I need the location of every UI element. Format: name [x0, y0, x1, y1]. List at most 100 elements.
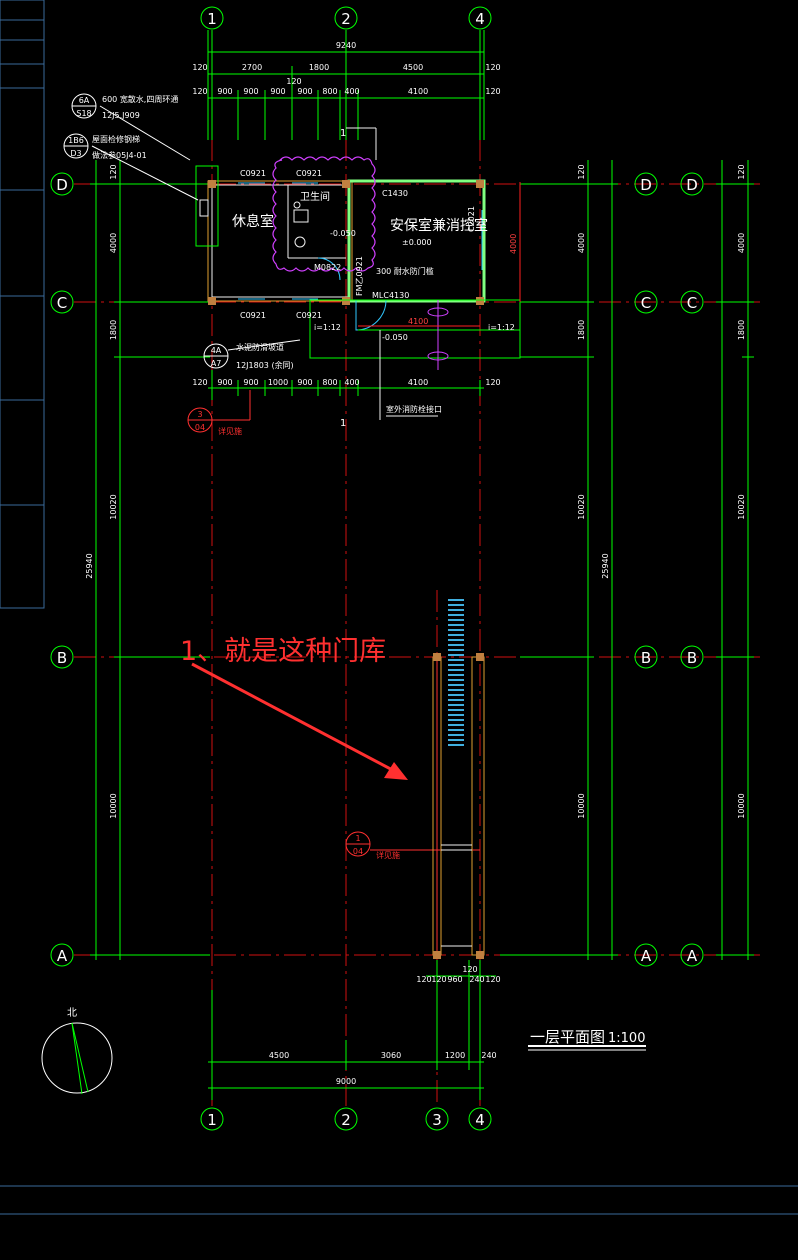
note3-line-b: 12J1803 (余同): [236, 360, 294, 370]
dim-bot-small-top: 120: [462, 965, 477, 974]
label-c2021: C2021: [467, 206, 476, 232]
label-door-m2: FM乙0921: [355, 256, 364, 296]
axis-label-right2-c: C: [687, 294, 697, 312]
dim-right2-1: 4000: [737, 233, 746, 253]
axis-label-top-1: 1: [207, 10, 217, 28]
dim-mid-4: 900: [297, 378, 312, 387]
label-hydrant: 室外消防栓接口: [386, 404, 442, 414]
label-win4: C0921: [296, 311, 322, 320]
label-m0822: M0822: [314, 263, 341, 272]
label-mark-1-top: 1: [340, 128, 346, 139]
label-win2: C0921: [296, 169, 322, 178]
axis-label-right1-c: C: [641, 294, 651, 312]
callout1-bot: S18: [76, 109, 91, 118]
axis-label-left-b: B: [57, 649, 67, 667]
dim-bot-0: 4500: [269, 1051, 289, 1060]
right-dimension-lines-2: [716, 160, 754, 960]
label-c1430: C1430: [382, 189, 408, 198]
dim-top-r1-1: 2700: [242, 63, 262, 72]
gate-track: [432, 653, 485, 959]
dim-right2-2: 1800: [737, 320, 746, 340]
dim-bot-total: 9000: [336, 1077, 356, 1086]
dim-top-r1-3: 4500: [403, 63, 423, 72]
section3-bot: 04: [195, 423, 205, 432]
dim-bot-2: 1200: [445, 1051, 465, 1060]
dim-right2-0: 120: [737, 164, 746, 179]
note1-line-a: 600 宽散水,四周环通: [102, 94, 178, 104]
dim-left-4: 10000: [109, 793, 118, 818]
dim-right1-1: 4000: [577, 233, 586, 253]
axis-label-bottom-1: 1: [207, 1111, 217, 1129]
callout3-bot: A7: [211, 359, 222, 368]
label-dim-4000: 4000: [509, 234, 518, 254]
axis-label-right1-a: A: [641, 947, 652, 965]
axis-bubbles-bottom: [200, 1107, 492, 1131]
dim-bot-small-2: 960: [447, 975, 462, 984]
dim-top-r2-4: 900: [297, 87, 312, 96]
dim-right2-4: 10000: [737, 793, 746, 818]
axis-label-right2-b: B: [687, 649, 697, 667]
section1-top: 1: [355, 834, 360, 843]
dim-bot-small-3: 240: [469, 975, 484, 984]
level-toilet: -0.050: [330, 229, 356, 238]
dim-top-r1-small: 120: [286, 77, 301, 86]
left-dimension-lines: [90, 160, 210, 960]
callout-bubbles: [63, 93, 480, 857]
dim-bot-small-1: 120: [431, 975, 446, 984]
label-mark-1-mid: 1: [340, 418, 346, 429]
plan-title: 一层平面图: [530, 1028, 605, 1046]
dim-left-3: 10020: [109, 494, 118, 519]
dim-left-total: 25940: [85, 553, 94, 578]
label-fire-door: 300 耐水防门槛: [376, 266, 434, 276]
dim-top-r2-3: 900: [270, 87, 285, 96]
note3-line-a: 水泥防滑坡道: [236, 342, 284, 352]
dim-right1-total: 25940: [601, 553, 610, 578]
dim-right1-4: 10000: [577, 793, 586, 818]
callout1-top: 6A: [79, 96, 90, 105]
dim-top-r2-6: 400: [344, 87, 359, 96]
dim-right1-3: 10020: [577, 494, 586, 519]
level-indoor: ±0.000: [402, 238, 432, 247]
north-label: 北: [67, 1007, 77, 1019]
room-toilet: 卫生间: [300, 190, 330, 203]
label-mlc: MLC4130: [372, 291, 409, 300]
plan-scale: 1:100: [608, 1031, 645, 1046]
dim-top-r2-7: 4100: [408, 87, 428, 96]
axis-label-left-c: C: [57, 294, 67, 312]
label-slope2: i=1:12: [488, 323, 515, 332]
dim-mid-7: 4100: [408, 378, 428, 387]
axis-label-right1-b: B: [641, 649, 651, 667]
dim-top-r2-2: 900: [243, 87, 258, 96]
axis-label-left-d: D: [56, 176, 68, 194]
label-slope1: i=1:12: [314, 323, 341, 332]
dim-top-r2-0: 120: [192, 87, 207, 96]
title-block-strip: [0, 0, 798, 1215]
top-dimension-lines: [207, 30, 485, 140]
room-rest: 休息室: [232, 213, 274, 230]
callout3-top: 4A: [211, 346, 222, 355]
right-dimension-lines-1: [500, 160, 618, 960]
building-walls: [195, 165, 521, 370]
callout2-top: 1B6: [68, 136, 84, 145]
room-security: 安保室兼消控室: [390, 217, 488, 234]
axis-bubbles-right-2: [680, 172, 704, 967]
callout2-bot: D3: [70, 149, 81, 158]
dim-top-r1-0: 120: [192, 63, 207, 72]
dim-mid-1: 900: [217, 378, 232, 387]
revision-cloud: [272, 156, 376, 272]
axis-label-bottom-3: 3: [432, 1111, 442, 1129]
axis-label-top-2: 2: [341, 10, 351, 28]
label-dim-4100: 4100: [408, 317, 428, 326]
annotation-text: 1、就是这种门库: [180, 636, 386, 667]
axis-label-right2-d: D: [686, 176, 698, 194]
axis-bubbles-right-1: [634, 172, 658, 967]
dim-right2-3: 10020: [737, 494, 746, 519]
label-win1: C0921: [240, 169, 266, 178]
dim-left-2: 1800: [109, 320, 118, 340]
note2-line-b: 做法参05J4-01: [92, 150, 147, 160]
dim-right1-2: 1800: [577, 320, 586, 340]
dim-top-r2-5: 800: [322, 87, 337, 96]
dim-top-r1-2: 1800: [309, 63, 329, 72]
note2-line-a: 屋面检修钢梯: [92, 134, 140, 144]
